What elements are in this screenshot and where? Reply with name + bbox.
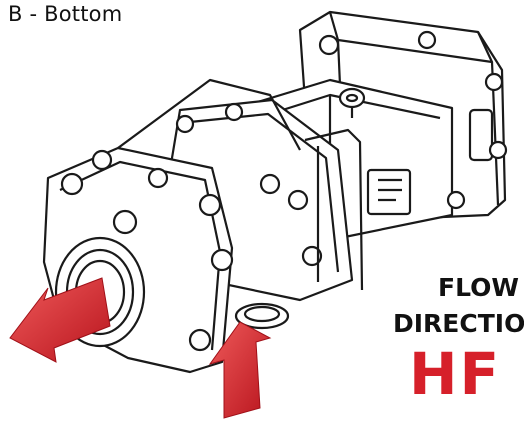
lifting-eye	[338, 87, 366, 118]
inlet-port	[234, 302, 290, 330]
flow-label-line1: FLOW	[438, 273, 519, 302]
flange-bolts	[60, 30, 508, 352]
flow-label-line2: DIRECTIO	[393, 309, 524, 338]
guard-rod	[304, 128, 364, 291]
flow-code: HF	[409, 340, 502, 408]
flow-arrow-up-icon	[208, 321, 272, 419]
view-caption: B - Bottom	[8, 2, 123, 26]
flow-arrow-left-icon	[9, 277, 111, 363]
